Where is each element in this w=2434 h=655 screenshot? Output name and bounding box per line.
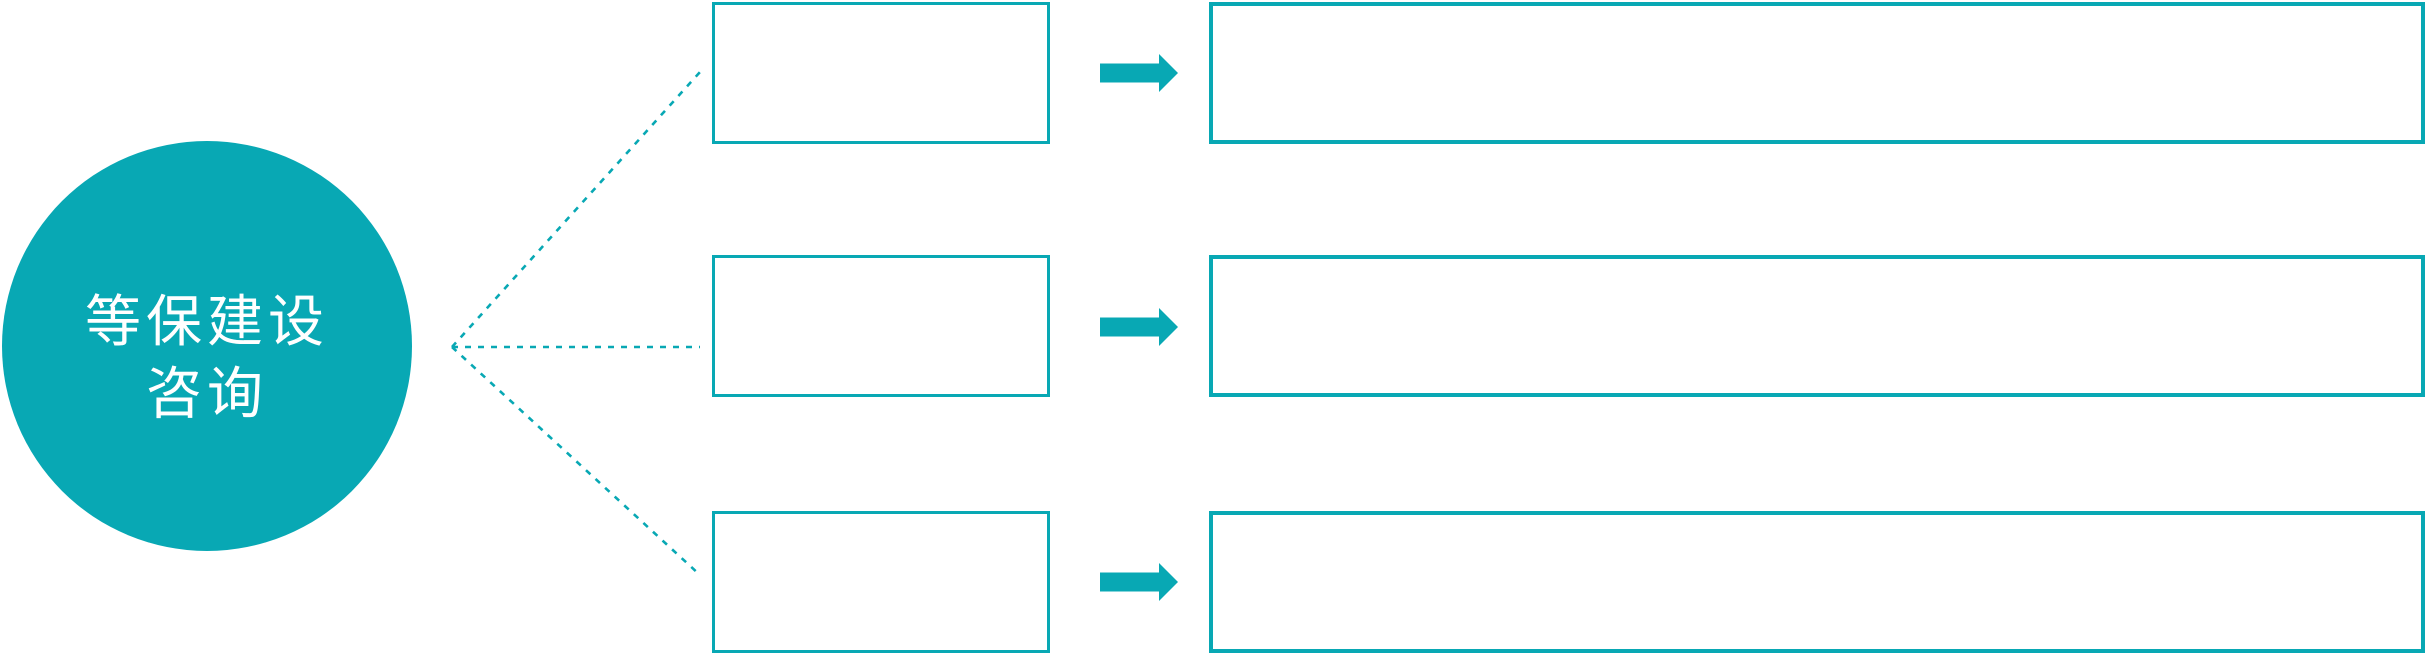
arrow-right-icon [1100,563,1178,601]
root-node-label: 等保建设 咨询 [85,286,329,430]
dotted-connector-bottom [451,346,701,576]
root-node-circle: 等保建设 咨询 [2,141,412,551]
detail-box-3 [1209,511,2425,653]
branch-box-1 [712,2,1050,144]
detail-box-1 [1209,2,2425,144]
arrow-right-icon [1100,54,1178,92]
arrow-right-icon [1100,308,1178,346]
branch-box-2 [712,255,1050,397]
branch-box-3 [712,511,1050,653]
root-node-label-line2: 咨询 [146,362,268,425]
detail-box-2 [1209,255,2425,397]
root-node-label-line1: 等保建设 [85,290,329,353]
dotted-connector-top [451,71,701,348]
